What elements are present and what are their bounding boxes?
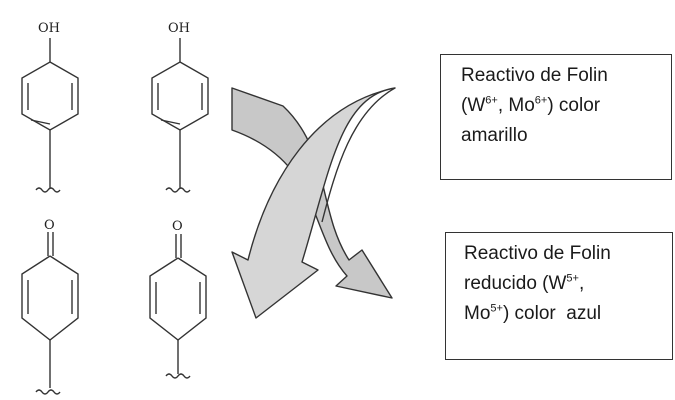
sup-w-charge: 5+	[566, 272, 579, 285]
text-color-azul: ) color azul	[502, 303, 602, 324]
folin-reduced-box: Reactivo de Folin reducido (W5+, Mo5+) c…	[445, 232, 673, 360]
sup-w-charge: 6+	[485, 94, 498, 107]
phenol-molecule-2	[151, 38, 209, 193]
quinone-molecule-1	[21, 232, 79, 395]
sup-mo-charge: 6+	[534, 94, 548, 107]
arrow-inner-edge	[321, 87, 396, 223]
folin-reduced-line-1: Reactivo de Folin	[464, 243, 611, 264]
phenol-molecule-1	[21, 38, 79, 193]
folin-oxidized-line-2: (W6+, Mo6+) color	[461, 91, 663, 121]
folin-oxidized-line-1: Reactivo de Folin	[461, 65, 608, 86]
quinone-o-label-1: O	[44, 218, 55, 233]
text-w: (W	[461, 95, 486, 116]
crossed-curved-arrows	[231, 87, 396, 319]
folin-reduced-line-2: reducido (W5+,	[464, 269, 664, 299]
folin-reduced-line-3: Mo5+) color azul	[464, 299, 664, 329]
phenol-oh-label-2: OH	[168, 21, 190, 36]
text-mo: , Mo	[497, 95, 535, 116]
folin-oxidized-line-3: amarillo	[461, 125, 528, 146]
text-comma: ,	[578, 273, 585, 294]
quinone-o-label-2: O	[172, 219, 183, 234]
text-color: ) color	[547, 95, 601, 116]
phenol-oh-label-1: OH	[38, 21, 60, 36]
curved-arrow-left-down	[231, 87, 396, 319]
sup-mo-charge: 5+	[490, 302, 503, 315]
quinone-molecule-2	[149, 234, 207, 379]
folin-oxidized-box: Reactivo de Folin (W6+, Mo6+) color amar…	[440, 54, 672, 180]
text-mo: Mo	[464, 303, 491, 324]
text-reducido-w: reducido (W	[464, 273, 567, 294]
